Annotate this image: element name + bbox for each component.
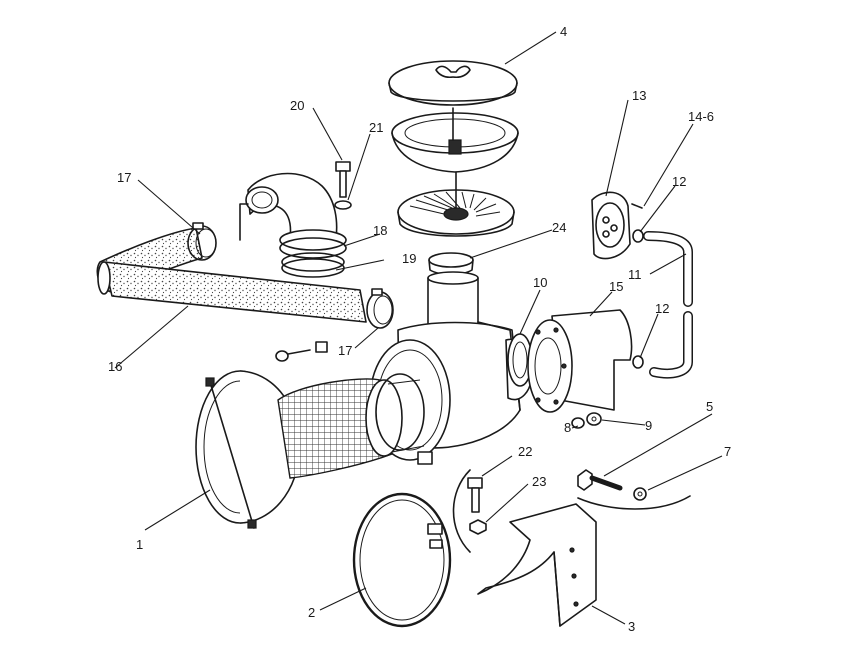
callout-labels: 1 2 3 4 5 7 8 9 10 11 12 12 13 14-6 15 1… [108, 24, 731, 634]
part-1-end-cover [195, 370, 301, 529]
callout-1: 1 [136, 537, 143, 552]
callout-9: 9 [645, 418, 652, 433]
part-11-tube [643, 231, 693, 379]
detail-arc-left [452, 469, 471, 553]
part-17-hose-clamp-right [366, 288, 394, 329]
part-12-clamp-lower [632, 355, 644, 369]
part-7-nut [633, 487, 647, 501]
part-5-bolt [577, 469, 623, 491]
small-bolt-and-nut [275, 341, 328, 362]
callout-23: 23 [532, 474, 546, 489]
callout-20: 20 [290, 98, 304, 113]
callout-19: 19 [402, 251, 416, 266]
part-15-inlet-box [527, 309, 633, 413]
callout-18: 18 [373, 223, 387, 238]
callout-10: 10 [533, 275, 547, 290]
part-17-hose-clamp-left [187, 222, 217, 261]
part-13-indicator [591, 191, 631, 260]
callout-12-lower: 12 [655, 301, 669, 316]
callout-2: 2 [308, 605, 315, 620]
callout-11: 11 [628, 267, 642, 282]
callout-5: 5 [706, 399, 713, 414]
callout-8: 8 [564, 420, 571, 435]
callout-7: 7 [724, 444, 731, 459]
swirl-vane [397, 171, 515, 237]
callout-17-lower: 17 [338, 343, 352, 358]
part-23-nut [469, 519, 487, 535]
part-8-washer [571, 417, 585, 429]
part-4-cover [388, 60, 518, 106]
part-3-bracket [477, 503, 597, 627]
callout-14-6: 14-6 [688, 109, 714, 124]
callout-15: 15 [609, 279, 623, 294]
part-21-washer [334, 200, 352, 210]
part-20-bolt [335, 161, 351, 198]
callout-17-upper: 17 [117, 170, 131, 185]
part-2-band-clamp [352, 492, 452, 628]
callout-3: 3 [628, 619, 635, 634]
part-22-bolt [467, 477, 483, 513]
callout-12-upper: 12 [672, 174, 686, 189]
part-14-screw [631, 203, 643, 209]
callout-4: 4 [560, 24, 567, 39]
callout-13: 13 [632, 88, 646, 103]
part-12-clamp-upper [632, 229, 644, 243]
leader-lines [114, 31, 723, 625]
part-16-hose [96, 227, 367, 323]
detail-arc-right [577, 495, 691, 510]
callout-24: 24 [552, 220, 566, 235]
part-9-nut [586, 412, 602, 426]
element-top-ring [391, 107, 519, 173]
callout-16: 16 [108, 359, 122, 374]
filter-element [277, 373, 425, 479]
callout-22: 22 [518, 444, 532, 459]
callout-21: 21 [369, 120, 383, 135]
main-housing [369, 271, 533, 465]
